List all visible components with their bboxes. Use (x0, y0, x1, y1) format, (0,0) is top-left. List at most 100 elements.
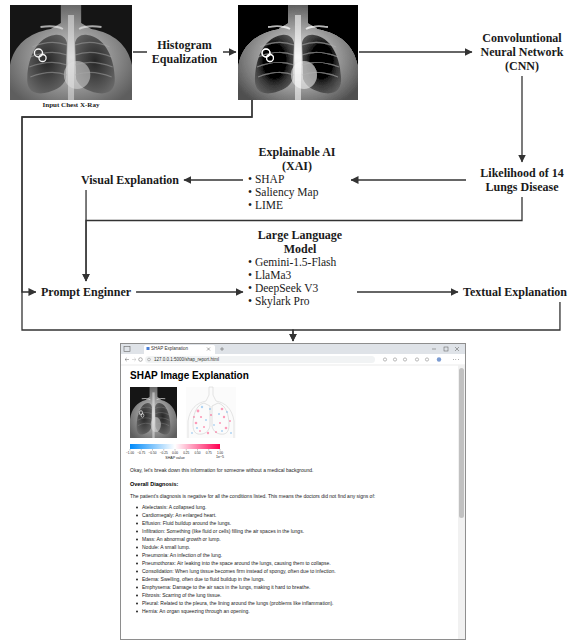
text-slot: Pneumothorax: Air leaking into the space… (142, 560, 331, 567)
text-slot: −1.00 (126, 451, 134, 455)
text-slot: 1e−5 (216, 455, 224, 460)
step-label: Likelihood of 14 Lungs Disease (471, 166, 573, 194)
flow-arrow (22, 100, 252, 292)
favicon (147, 347, 150, 350)
axis-tick-label: 0.50 (194, 451, 200, 455)
step-label: Convoluntional Neural Network (CNN) (477, 31, 567, 73)
xray-image (238, 5, 358, 100)
axis-tick-label: 1.00 (217, 451, 223, 455)
model-list: Large Language Model• Gemini-1.5-Flash• … (245, 226, 355, 310)
list-item: • SHAP (248, 173, 346, 186)
text-slot: Fibrosis: Scarring of the lung tissue. (142, 592, 221, 599)
toolbar-icon (383, 358, 386, 361)
list-heading: Large Language Model (248, 228, 352, 256)
step-label: Textual Explanation (463, 285, 567, 299)
axis-tick-label: 0.00 (172, 451, 178, 455)
toolbar-divider (121, 365, 465, 366)
list-item: • DeepSeek V3 (248, 282, 352, 295)
text-slot: Overall Diagnosis: (130, 481, 178, 489)
flow-arrow (359, 51, 472, 52)
list-item: Atelectasis: A collapsed lung. (142, 504, 207, 511)
text-slot: −0.25 (160, 451, 168, 455)
flow-arrow (184, 179, 243, 180)
toolbar (121, 354, 465, 365)
list-item: Infiltration: Something (like fluid or c… (142, 528, 304, 535)
text-slot: 0.25 (183, 451, 189, 455)
tab-bar (121, 344, 465, 354)
text-slot: SHAP value (165, 456, 184, 461)
site-info-icon (148, 358, 151, 361)
process-label: Prompt Enginner (38, 283, 134, 301)
window-close-icon (455, 347, 459, 351)
flow-arrow (521, 76, 522, 162)
list-item: • LlaMa3 (248, 269, 352, 282)
profile-icon (437, 357, 441, 361)
overlay-body (188, 387, 234, 438)
flow-arrow (86, 197, 522, 281)
text-slot: Infiltration: Something (like fluid or c… (142, 528, 304, 535)
text-slot: Okay, let's break down this information … (130, 467, 313, 474)
process-label: Likelihood of 14 Lungs Disease (468, 164, 576, 196)
toolbar-icons (383, 358, 428, 361)
text-slot: 0.00 (172, 451, 178, 455)
edge-label: Histogram Equalization (147, 37, 223, 67)
body-text: The patient's diagnosis is negative for … (130, 493, 375, 500)
list-item: Pneumothorax: Air leaking into the space… (142, 560, 331, 567)
toolbar-icon (393, 358, 396, 361)
colorbar-ticks (130, 449, 220, 451)
process-label: Visual Explanation (78, 171, 182, 189)
process-label: Convoluntional Neural Network (CNN) (474, 29, 570, 75)
active-tab (144, 345, 215, 354)
text-slot: −0.75 (137, 451, 145, 455)
axis-tick-label: −0.25 (160, 451, 168, 455)
scrollbar-track (458, 365, 465, 639)
text-slot: SHAP Image Explanation (130, 370, 249, 382)
list-heading: Explainable AI (XAI) (248, 145, 346, 173)
text-slot: 127.0.0.1:5000/shap_report.html (154, 357, 219, 364)
toolbar-icon (415, 358, 418, 361)
list-item: Cardiomegaly: An enlarged heart. (142, 512, 217, 519)
overlay-lung (193, 403, 210, 434)
flow-arrow (293, 302, 560, 341)
list-item: • Skylark Pro (248, 295, 352, 308)
text-slot: Atelectasis: A collapsed lung. (142, 504, 207, 511)
negative-shap-dots (191, 406, 232, 434)
back-icon (125, 358, 129, 361)
list-bullets (136, 507, 138, 613)
reload-icon (139, 358, 143, 362)
menu-icon (453, 359, 459, 360)
overlay-lung (212, 403, 229, 434)
forward-icon (132, 358, 136, 361)
text-slot: Pneumonia: An infection of the lung. (142, 552, 222, 559)
list-item: • Gemini-1.5-Flash (248, 256, 352, 269)
step-label: Visual Explanation (81, 173, 179, 187)
text-slot: Emphysema: Damage to the air sacs in the… (142, 584, 310, 591)
list-item: Pneumonia: An infection of the lung. (142, 552, 222, 559)
section-heading: Overall Diagnosis: (130, 481, 178, 489)
method-list: Explainable AI (XAI)• SHAP• Saliency Map… (245, 143, 349, 214)
flow-arrow (136, 291, 243, 292)
text-slot: Consolidation: When lung tissue becomes … (142, 568, 336, 575)
colorbar (130, 444, 220, 449)
browser-window (121, 344, 466, 640)
body-text: Okay, let's break down this information … (130, 467, 313, 474)
text-slot: 0.50 (194, 451, 200, 455)
image-caption: Input Chest X-Ray (10, 101, 132, 110)
toolbar-icon (403, 358, 406, 361)
text-slot: Cardiomegaly: An enlarged heart. (142, 512, 217, 519)
list-item: Pleural: Related to the pleura, the lini… (142, 600, 334, 607)
xray-image: Input Chest X-Ray (10, 5, 132, 113)
input-xray-picture (10, 5, 132, 100)
text-slot: Mass: An abnormal growth or lump. (142, 536, 221, 543)
toolbar-icon (425, 358, 428, 361)
text-slot: Pleural: Related to the pleura, the lini… (142, 600, 334, 607)
list-item: Edema: Swelling, often due to fluid buil… (142, 576, 265, 583)
thumbnail-xray (130, 387, 177, 438)
new-tab-icon (220, 347, 224, 351)
scrollbar-thumb (459, 368, 464, 518)
window-frame (121, 344, 466, 640)
process-label: Textual Explanation (460, 283, 570, 301)
list-item: Hernia: An organ squeezing through an op… (142, 608, 250, 615)
